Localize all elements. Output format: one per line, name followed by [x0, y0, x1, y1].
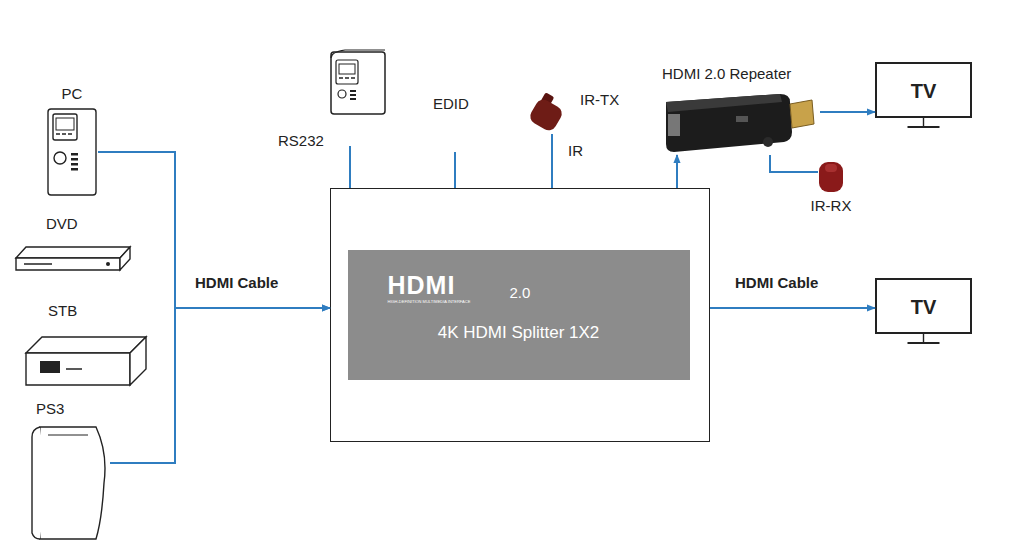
hdmi-connector: [710, 307, 875, 309]
splitter-panel: HDMIHIGH-DEFINITION MULTIMEDIA INTERFACE…: [348, 250, 690, 380]
hdmi-connector: [676, 155, 678, 188]
node-label: STB: [48, 303, 77, 320]
node-label: PC: [46, 86, 98, 103]
edge-label: HDMI Cable: [195, 274, 278, 291]
ir-tx-icon: [528, 92, 572, 134]
ps3-device: PS3: [30, 401, 110, 545]
rs232-wire: [349, 146, 351, 188]
node-label: PS3: [36, 401, 64, 418]
node-text: HIGH-DEFINITION MULTIMEDIA INTERFACE: [388, 300, 471, 304]
tv-display: TV: [875, 62, 972, 118]
tv-display: TV: [875, 278, 972, 334]
node-text: 4K HDMI Splitter 1X2: [348, 324, 690, 343]
node-label: DVD: [46, 216, 78, 233]
pc-icon: [47, 108, 97, 198]
node-label: IR-TX: [580, 92, 619, 109]
server-icon: [331, 50, 385, 114]
hdmi-repeater: HDMI 2.0 Repeater: [660, 66, 820, 155]
ir-rx-icon: [818, 160, 844, 194]
node-label: TV: [877, 296, 970, 318]
node-label: IR-RX: [811, 198, 852, 215]
stb-device: STB: [22, 303, 152, 391]
edid-wire: [454, 152, 456, 188]
node-text: 2.0: [510, 285, 531, 302]
dvd-device: DVD: [12, 216, 134, 278]
tv-stand: [875, 332, 972, 348]
ir-tx-dongle: IR-TX: [528, 92, 572, 134]
splitter-box: HDMIHIGH-DEFINITION MULTIMEDIA INTERFACE…: [330, 188, 710, 442]
stb-icon: [22, 325, 152, 389]
node-label: TV: [877, 80, 970, 102]
hdmi-connector: [110, 308, 330, 463]
hdmi-connector: [770, 155, 818, 172]
node-label: HDMI 2.0 Repeater: [662, 66, 791, 83]
edge-label: IR: [568, 142, 583, 159]
repeater-icon: [660, 88, 820, 154]
ir-rx-dongle: IR-RX: [818, 160, 844, 194]
pc-device: PC: [46, 86, 98, 200]
port-label: RS232: [278, 132, 324, 149]
hdmi-connector: [551, 134, 553, 188]
ps3-icon: [30, 423, 110, 543]
node-label: HDMI: [388, 272, 456, 300]
dvd-icon: [12, 240, 134, 276]
edge-label: HDMI Cable: [735, 274, 818, 291]
hdmi-connector: [98, 152, 330, 308]
hdmi-connector: [820, 111, 875, 113]
tv-stand: [875, 116, 972, 132]
port-label: EDID: [433, 95, 469, 112]
